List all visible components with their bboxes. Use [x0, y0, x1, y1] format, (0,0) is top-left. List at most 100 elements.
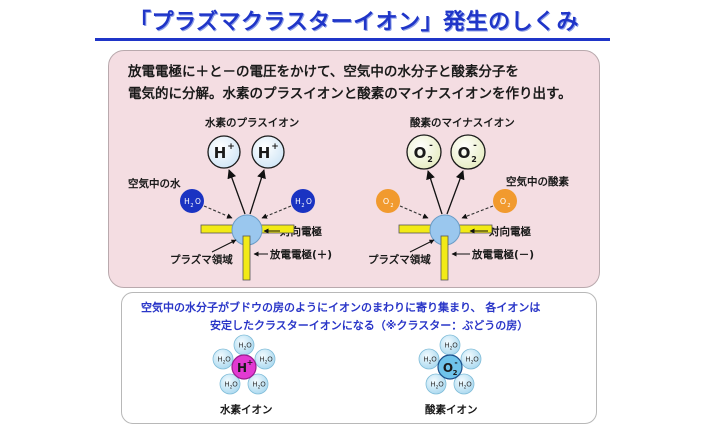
svg-text:H: H	[423, 356, 428, 364]
title-underline	[95, 38, 610, 41]
right-mechanism: O 2 - O 2 - O 2 O 2	[376, 134, 517, 281]
svg-text:O: O	[414, 144, 427, 162]
water-molecule-right: H 2 O	[291, 189, 315, 213]
svg-text:O: O	[458, 144, 471, 162]
svg-text:H: H	[238, 342, 243, 350]
svg-text:2: 2	[258, 385, 261, 391]
svg-text:O: O	[267, 356, 273, 364]
svg-text:H: H	[295, 197, 301, 206]
page-title: 「プラズマクラスターイオン」発生のしくみ	[128, 10, 579, 35]
svg-text:H: H	[444, 342, 449, 350]
svg-text:2: 2	[427, 155, 433, 164]
svg-text:+: +	[247, 358, 254, 367]
svg-text:H: H	[465, 356, 470, 364]
oxygen-minus-ion-1: O 2 -	[406, 134, 442, 170]
svg-text:2: 2	[471, 155, 477, 164]
air-water-label: 空気中の水	[128, 178, 181, 190]
ion-charge: +	[227, 142, 235, 152]
svg-text:2: 2	[190, 203, 193, 209]
svg-text:2: 2	[301, 203, 304, 209]
svg-text:O: O	[232, 381, 238, 389]
svg-text:2: 2	[453, 369, 458, 377]
hydrogen-plus-ion-1: H +	[207, 135, 241, 169]
svg-text:O: O	[466, 381, 472, 389]
svg-text:O: O	[452, 342, 458, 350]
water-molecule-left: H 2 O	[180, 189, 204, 213]
svg-text:2: 2	[390, 203, 393, 209]
svg-text:-: -	[429, 141, 433, 151]
svg-text:2: 2	[244, 346, 247, 352]
svg-text:H: H	[237, 361, 247, 375]
svg-text:2: 2	[471, 360, 474, 366]
left-opposing-electrode-b	[260, 224, 295, 234]
air-oxygen-label: 空気中の酸素	[506, 176, 569, 188]
right-opposing-electrode-a	[398, 224, 433, 234]
left-mechanism: H + H + H 2 O H 2 O	[180, 135, 315, 281]
svg-text:2: 2	[507, 203, 510, 209]
svg-text:2: 2	[265, 360, 268, 366]
svg-text:2: 2	[230, 385, 233, 391]
svg-text:H: H	[430, 381, 435, 389]
hydrogen-core: H+	[231, 354, 257, 380]
oxygen-molecule-left: O 2	[376, 189, 400, 213]
svg-text:2: 2	[223, 360, 226, 366]
svg-text:2: 2	[450, 346, 453, 352]
right-discharge-electrode	[440, 235, 449, 281]
svg-text:O: O	[438, 381, 444, 389]
right-opposing-electrode-b	[458, 224, 493, 234]
right-plasma-region-label: プラズマ領域	[368, 254, 431, 266]
svg-text:2: 2	[429, 360, 432, 366]
hydrogen-plus-ion-heading: 水素のプラスイオン	[205, 117, 300, 129]
hydrogen-plus-ion-2: H +	[251, 135, 285, 169]
svg-text:O: O	[473, 356, 479, 364]
svg-text:H: H	[259, 356, 264, 364]
oxygen-minus-ion-heading: 酸素のマイナスイオン	[410, 117, 515, 129]
svg-text:2: 2	[464, 385, 467, 391]
svg-text:O: O	[260, 381, 266, 389]
svg-text:O: O	[431, 356, 437, 364]
svg-text:O: O	[306, 197, 312, 206]
cluster-note-line-2: 安定したクラスターイオンになる（※クラスター：ぶどうの房）	[210, 319, 529, 332]
left-discharge-electrode-label: 放電電極(＋)	[270, 249, 333, 261]
oxygen-molecule-right: O 2	[493, 189, 517, 213]
right-opposing-electrode-label: 対向電極	[489, 226, 531, 238]
ion-symbol: H	[214, 144, 227, 162]
description-line-2: 電気的に分解。水素のプラスイオンと酸素のマイナスイオンを作り出す。	[128, 86, 572, 102]
svg-text:O: O	[500, 197, 506, 206]
ion-charge: +	[271, 142, 279, 152]
ion-symbol: H	[258, 144, 271, 162]
left-opposing-electrode-a	[200, 224, 235, 234]
svg-text:O: O	[225, 356, 231, 364]
svg-text:-: -	[473, 141, 477, 151]
svg-text:O: O	[246, 342, 252, 350]
cluster-panel	[121, 292, 597, 424]
cluster-note-line-1: 空気中の水分子がブドウの房のようにイオンのまわりに寄り集まり、 各イオンは	[141, 301, 541, 314]
left-discharge-electrode	[242, 235, 251, 281]
svg-text:H: H	[458, 381, 463, 389]
svg-text:H: H	[252, 381, 257, 389]
hydrogen-ion-caption: 水素イオン	[220, 404, 273, 416]
svg-text:O: O	[383, 197, 389, 206]
svg-text:O: O	[443, 361, 453, 375]
mechanism-panel	[108, 50, 600, 288]
left-plasma-region-label: プラズマ領域	[170, 254, 233, 266]
right-discharge-electrode-label: 放電電極(－)	[472, 249, 535, 261]
svg-text:O: O	[195, 197, 201, 206]
oxygen-minus-ion-2: O 2 -	[450, 134, 486, 170]
svg-text:H: H	[217, 356, 222, 364]
description-line-1: 放電電極に＋と－の電圧をかけて、空気中の水分子と酸素分子を	[128, 64, 519, 80]
oxygen-ion-caption: 酸素イオン	[425, 404, 478, 416]
svg-text:-: -	[454, 358, 457, 367]
